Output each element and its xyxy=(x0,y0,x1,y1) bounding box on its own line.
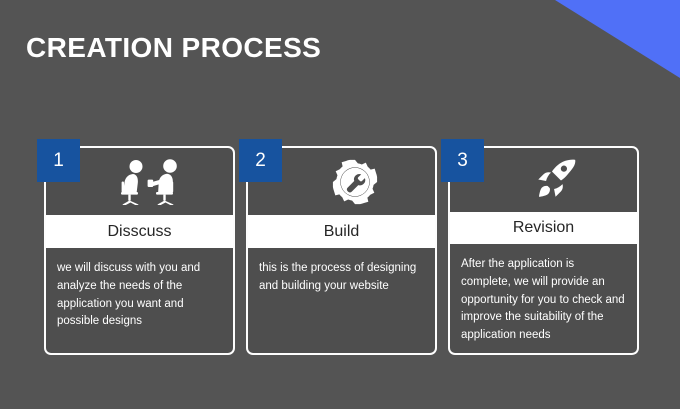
step-badge-3: 3 xyxy=(441,139,484,182)
card-title-2: Build xyxy=(323,222,360,240)
process-card-3[interactable]: 3 Revision xyxy=(441,139,639,355)
process-card-2[interactable]: 2 Build this is the process of designing… xyxy=(239,139,437,355)
card-icon-area-3 xyxy=(450,148,637,212)
card-body-3: After the application is complete, we wi… xyxy=(450,244,637,353)
card-body-2: this is the process of designing and bui… xyxy=(248,248,435,353)
two-people-meeting-icon xyxy=(114,158,192,205)
card-title-bar-1: Disscuss xyxy=(46,215,233,248)
card-title-3: Revision xyxy=(512,219,575,237)
process-card-1[interactable]: 1 xyxy=(37,139,235,355)
step-number-2: 2 xyxy=(255,150,266,171)
card-icon-area-2 xyxy=(248,148,435,215)
card-body-text-3: After the application is complete, we wi… xyxy=(461,257,625,342)
card-body-1: we will discuss with you and analyze the… xyxy=(46,248,233,353)
card-title-bar-3: Revision xyxy=(450,212,637,244)
step-number-1: 1 xyxy=(53,150,64,171)
gear-wrench-icon xyxy=(332,159,378,205)
card-title-1: Disscuss xyxy=(107,222,172,240)
card-body-text-2: this is the process of designing and bui… xyxy=(259,262,417,292)
step-number-3: 3 xyxy=(457,150,468,171)
card-title-bar-2: Build xyxy=(248,215,435,248)
card-body-text-1: we will discuss with you and analyze the… xyxy=(57,262,201,328)
card-icon-area-1 xyxy=(46,148,233,215)
step-badge-1: 1 xyxy=(37,139,80,182)
rocket-icon xyxy=(533,156,581,204)
page-title: CREATION PROCESS xyxy=(26,32,322,63)
step-badge-2: 2 xyxy=(239,139,282,182)
corner-accent-triangle xyxy=(555,0,680,78)
process-card-list: 1 xyxy=(37,139,640,355)
